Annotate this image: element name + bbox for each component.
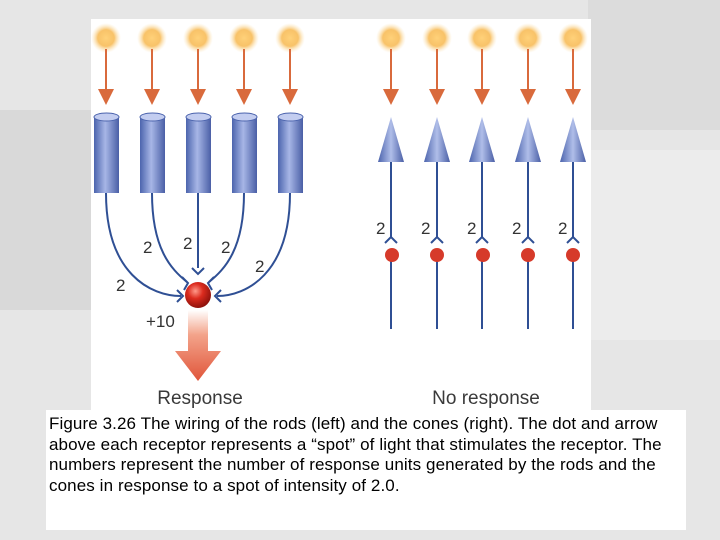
rod-unit-labels: 2 2 2 2 2 <box>116 234 264 295</box>
output-dot <box>385 248 399 262</box>
synapse-fork <box>213 289 222 303</box>
rod-receptor <box>185 112 212 193</box>
unit-label: 2 <box>183 234 192 253</box>
light-spot <box>422 23 452 53</box>
output-dot <box>566 248 580 262</box>
synapse-fork <box>521 235 535 244</box>
synapse-fork <box>384 235 398 244</box>
background-shape <box>0 110 95 310</box>
synapse-fork <box>475 235 489 244</box>
rod-light-spots <box>91 23 305 53</box>
light-spot <box>467 23 497 53</box>
synapse-fork <box>176 289 185 303</box>
cone-fibers <box>384 162 580 329</box>
output-dot <box>476 248 490 262</box>
synapse-fork <box>430 235 444 244</box>
rods-response-label: Response <box>157 388 243 409</box>
rod-fiber <box>151 192 188 283</box>
light-spot <box>91 23 121 53</box>
cone-receptor <box>515 117 541 162</box>
figure-panel: 2 2 2 2 2 +10 Response <box>91 19 591 411</box>
rod-fiber <box>216 192 291 297</box>
cone-stimulus-arrows <box>383 49 581 105</box>
response-arrow <box>175 310 221 381</box>
cone-receptor <box>469 117 495 162</box>
light-spot <box>558 23 588 53</box>
cone-light-spots <box>376 23 588 53</box>
light-spot <box>376 23 406 53</box>
unit-label: 2 <box>376 219 385 238</box>
rod-receptors <box>93 112 304 193</box>
synapse-fork <box>566 235 580 244</box>
output-dot <box>521 248 535 262</box>
caption-box <box>46 410 686 530</box>
cone-receptors <box>378 117 586 162</box>
background-shape <box>588 0 720 130</box>
rod-fiber <box>105 192 182 297</box>
unit-label: 2 <box>221 238 230 257</box>
cone-receptor <box>424 117 450 162</box>
rod-synapses <box>176 267 222 303</box>
synapse-fork <box>181 276 190 291</box>
cone-output-dots <box>385 248 580 262</box>
rod-receptor <box>139 112 166 193</box>
rod-cone-diagram: 2 2 2 2 2 +10 Response <box>91 23 588 409</box>
unit-label: 2 <box>558 219 567 238</box>
light-spot <box>183 23 213 53</box>
unit-label: 2 <box>421 219 430 238</box>
light-spot <box>229 23 259 53</box>
convergence-dot <box>185 282 211 308</box>
light-spot <box>513 23 543 53</box>
unit-label: 2 <box>467 219 476 238</box>
cones-response-label: No response <box>432 388 540 409</box>
rod-receptor <box>93 112 120 193</box>
rod-receptor <box>277 112 304 193</box>
background-shape <box>588 150 720 340</box>
light-spot <box>137 23 167 53</box>
unit-label: 2 <box>512 219 521 238</box>
unit-label: 2 <box>143 238 152 257</box>
unit-label: 2 <box>116 276 125 295</box>
cone-receptor <box>378 117 404 162</box>
cone-unit-labels: 2 2 2 2 2 <box>376 219 567 238</box>
output-dot <box>430 248 444 262</box>
cone-receptor <box>560 117 586 162</box>
figure-caption: Figure 3.26 The wiring of the rods (left… <box>49 414 662 495</box>
light-spot <box>275 23 305 53</box>
rod-fibers <box>105 192 291 297</box>
synapse-fork <box>191 267 205 276</box>
unit-label: 2 <box>255 257 264 276</box>
synapse-fork <box>206 276 215 291</box>
total-units-label: +10 <box>146 312 175 331</box>
rod-stimulus-arrows <box>98 49 298 105</box>
rod-receptor <box>231 112 258 193</box>
